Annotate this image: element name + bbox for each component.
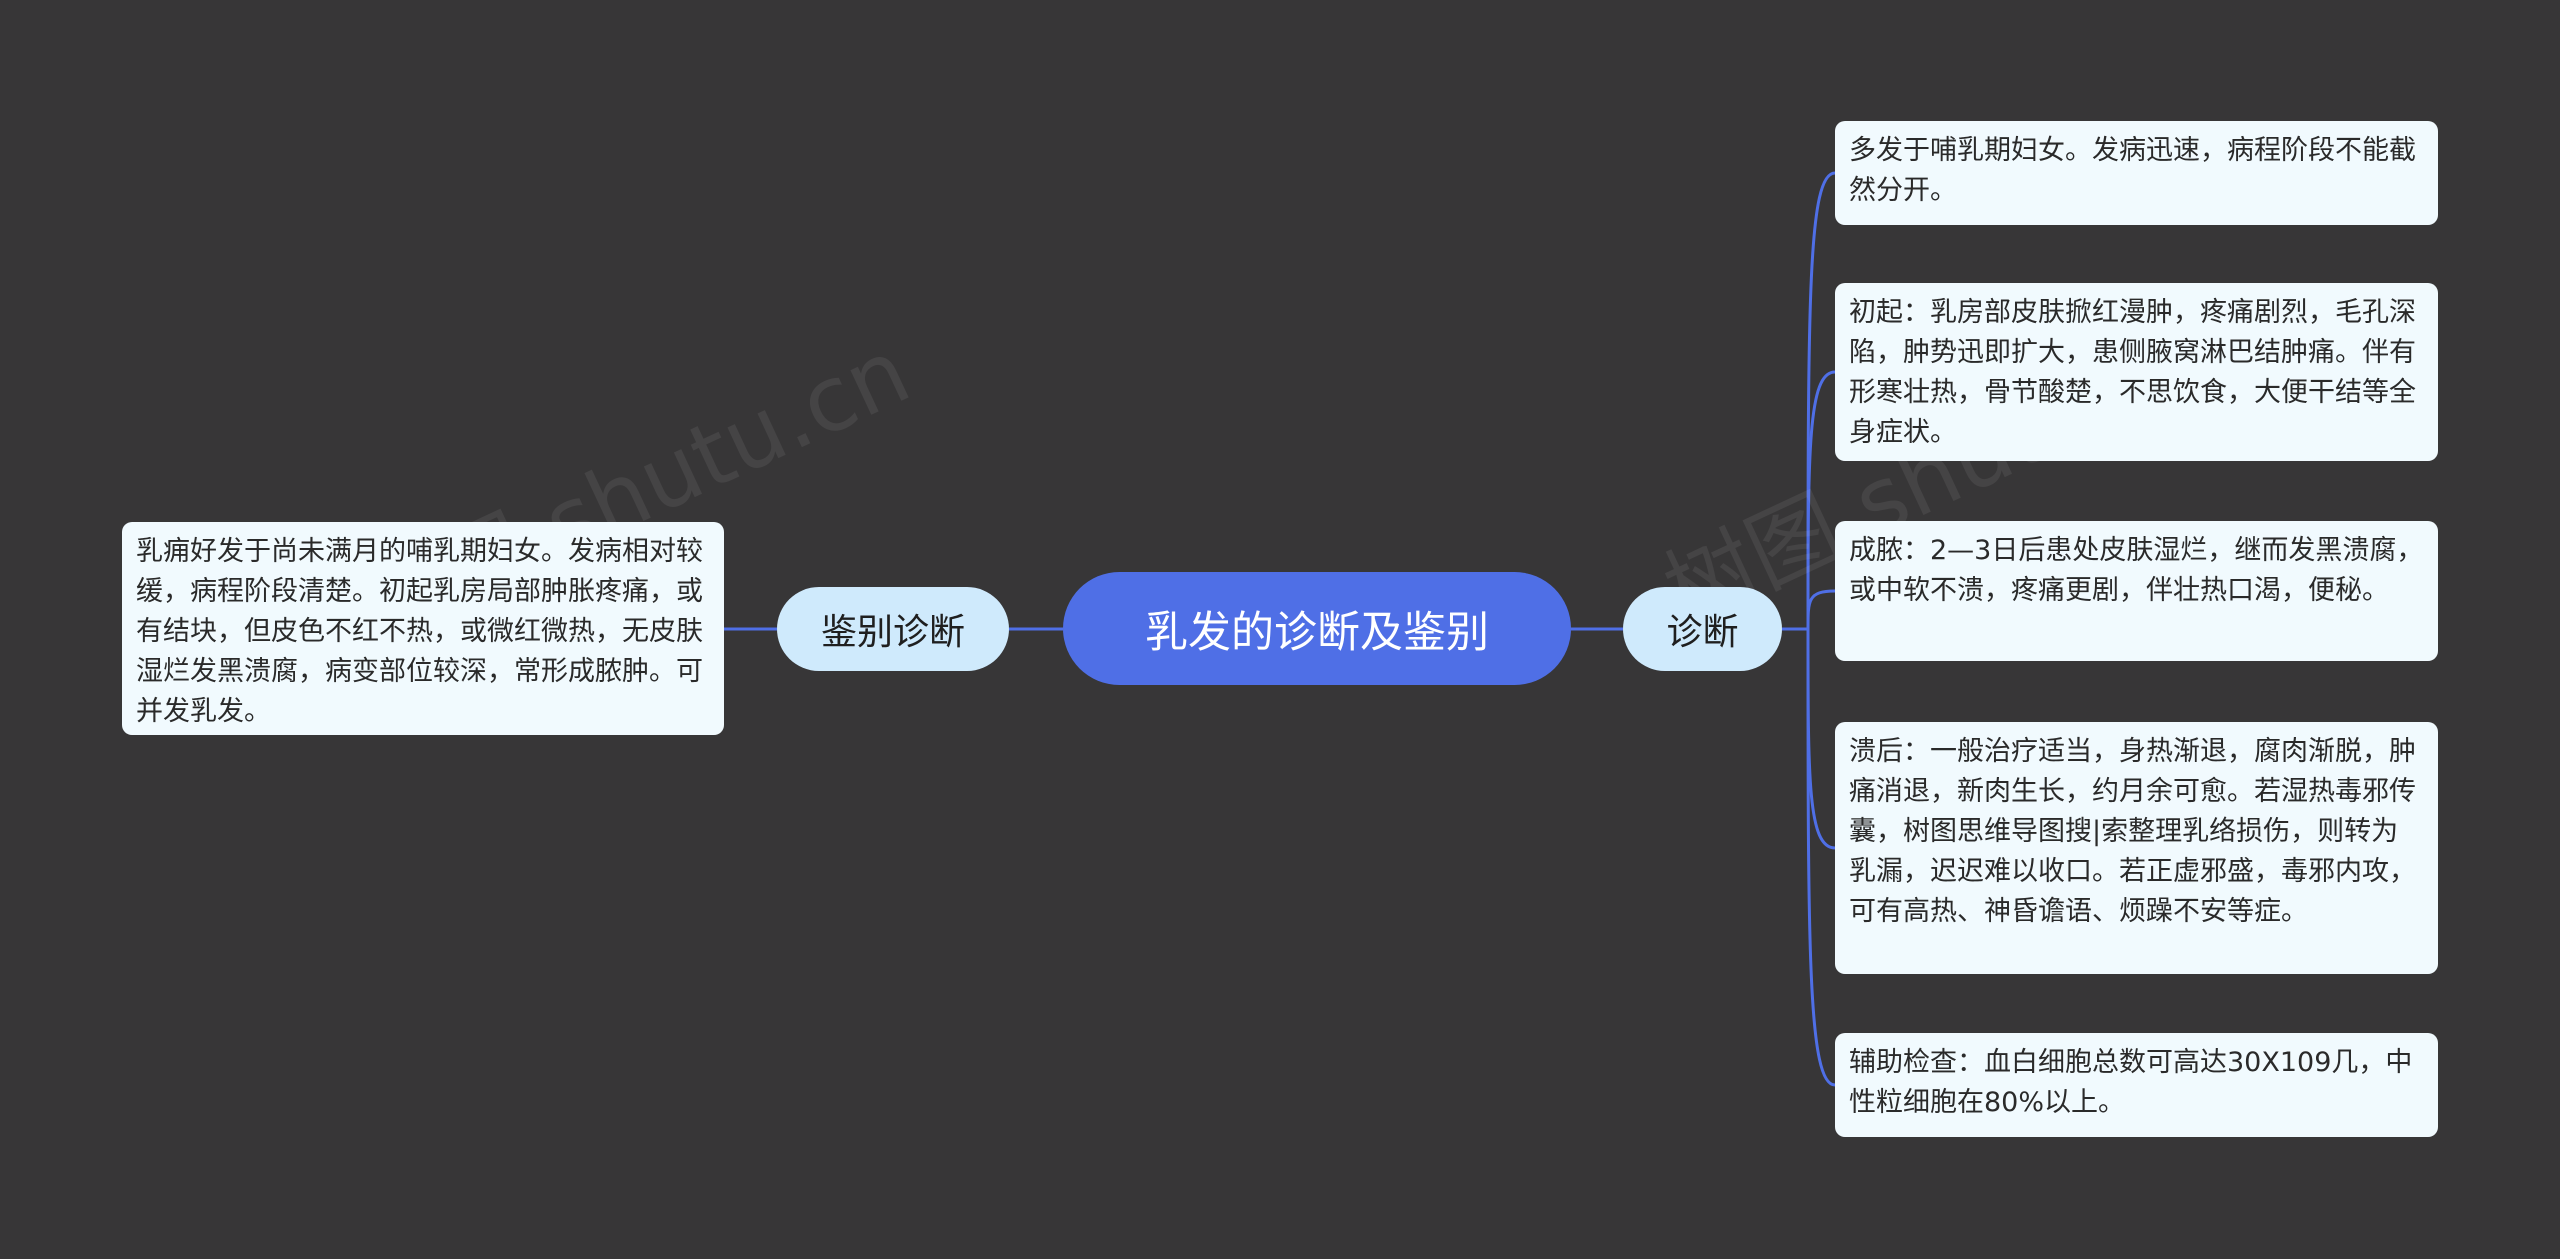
link-right-leaf-4 <box>1806 628 1836 850</box>
root-node[interactable]: 乳发的诊断及鉴别 <box>1063 572 1571 685</box>
left-leaf-node[interactable]: 乳痈好发于尚未满月的哺乳期妇女。发病相对较缓，病程阶段清楚。初起乳房局部肿胀疼痛… <box>122 522 724 735</box>
link-right-leaf-5 <box>1806 628 1836 1087</box>
right-leaf-node[interactable]: 初起：乳房部皮肤掀红漫肿，疼痛剧烈，毛孔深陷，肿势迅即扩大，患侧腋窝淋巴结肿痛。… <box>1835 283 2438 461</box>
right-leaf-node[interactable]: 成脓：2—3日后患处皮肤湿烂，继而发黑溃腐，或中软不溃，疼痛更剧，伴壮热口渴，便… <box>1835 521 2438 661</box>
branch-node-diagnosis[interactable]: 诊断 <box>1623 587 1782 671</box>
right-leaf-node[interactable]: 溃后：一般治疗适当，身热渐退，腐肉渐脱，肿痛消退，新肉生长，约月余可愈。若湿热毒… <box>1835 722 2438 974</box>
link-right-leaf-1 <box>1806 171 1836 630</box>
right-leaf-node[interactable]: 多发于哺乳期妇女。发病迅速，病程阶段不能截然分开。 <box>1835 121 2438 225</box>
right-leaf-node[interactable]: 辅助检查：血白细胞总数可高达30X109几，中性粒细胞在80%以上。 <box>1835 1033 2438 1137</box>
link-right-leaf-3 <box>1806 589 1836 630</box>
branch-node-differential[interactable]: 鉴别诊断 <box>777 587 1009 671</box>
link-right-leaf-2 <box>1806 370 1836 630</box>
